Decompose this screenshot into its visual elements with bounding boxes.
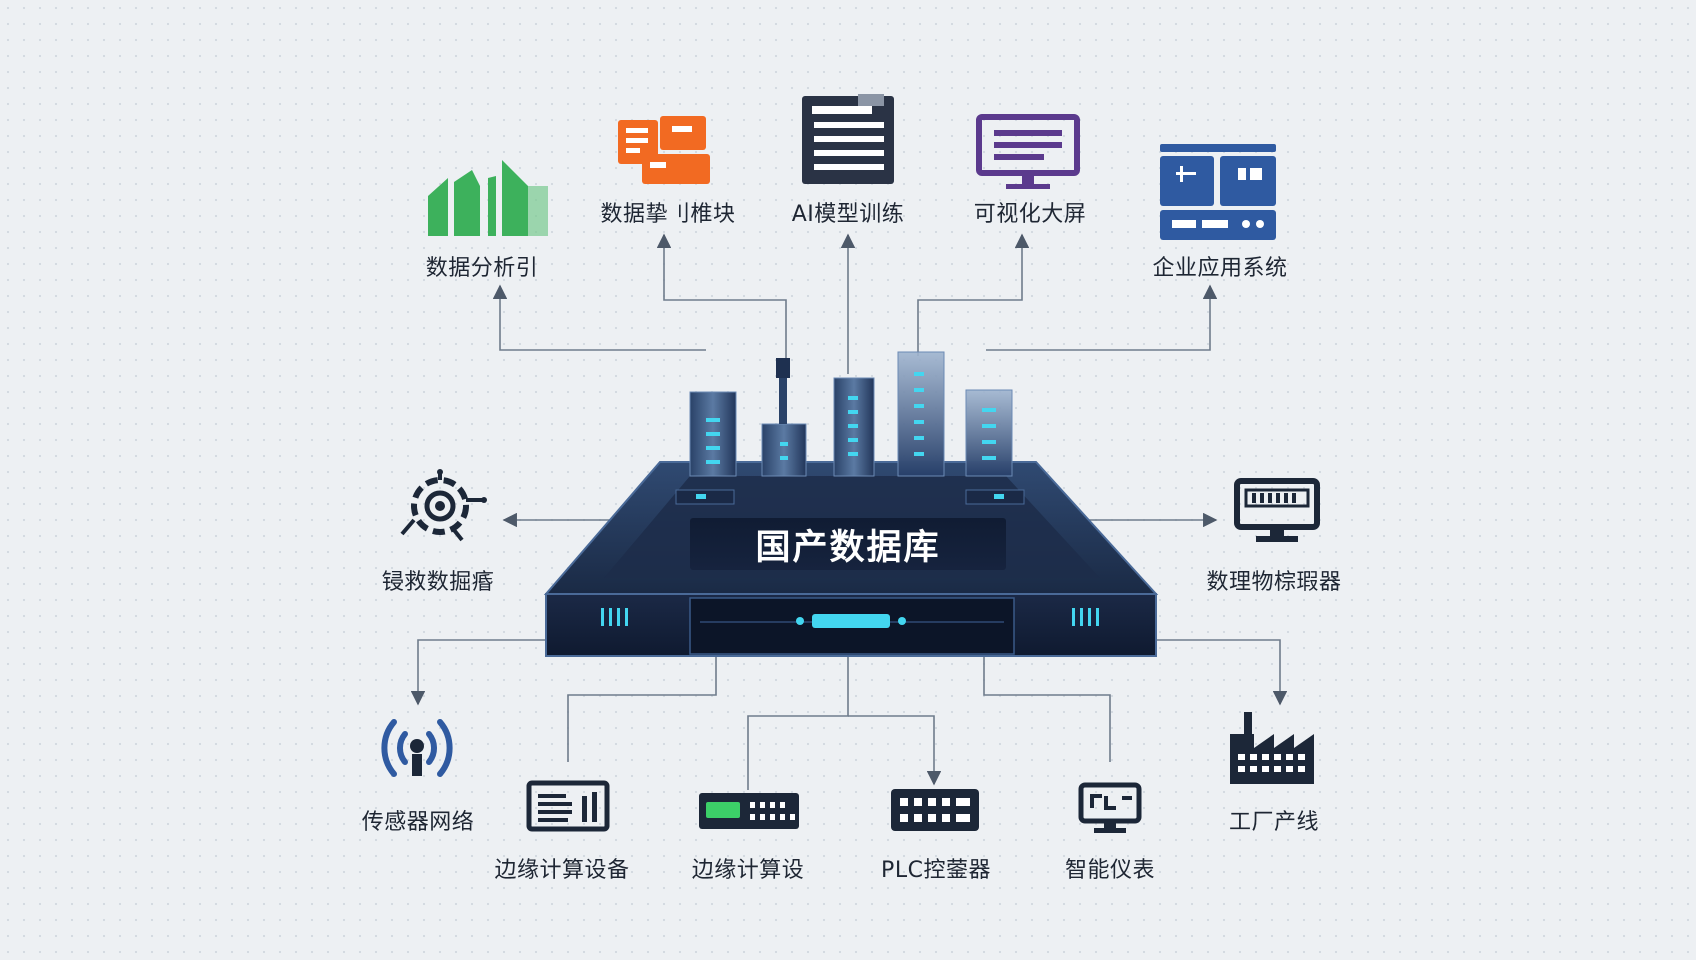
- factory-icon: [1230, 712, 1314, 784]
- document-list-icon: [802, 94, 894, 184]
- tower-2: [761, 423, 807, 477]
- terminal-monitor-icon: [1234, 478, 1320, 542]
- report-module-icon: [618, 116, 710, 184]
- left-vent: [601, 608, 628, 626]
- gear-network-icon: [400, 469, 487, 542]
- center-led-dot-right: [898, 617, 906, 625]
- hub-title: 国产数据库: [690, 518, 1006, 570]
- wireless-sensor-icon: [381, 719, 453, 777]
- connector-edge2: [747, 640, 849, 790]
- center-led-dot-left: [796, 617, 804, 625]
- node-label-ai: AI模型训练: [791, 202, 905, 227]
- plc-controller-icon: [891, 789, 979, 831]
- tower-5: [965, 389, 1013, 477]
- node-label-factory: 工厂产线: [1228, 810, 1320, 835]
- connector-plc: [848, 715, 942, 786]
- tower-4: [897, 351, 945, 477]
- center-led-bar: [812, 614, 890, 628]
- node-label-right: 数理物棕瑕器: [1206, 570, 1342, 595]
- connector-sensor: [410, 639, 546, 706]
- connector-report: [656, 233, 787, 360]
- node-label-screen: 可视化大屏: [973, 202, 1087, 227]
- connector-screen: [917, 233, 1030, 356]
- node-label-meter: 智能仪表: [1064, 858, 1156, 883]
- downstream-connectors: [410, 639, 1288, 790]
- node-label-sensor: 传感器网络: [361, 810, 475, 835]
- connector-enterprise: [986, 284, 1218, 351]
- edge-device-icon: [526, 780, 610, 832]
- enterprise-app-icon: [1160, 144, 1276, 240]
- edge-module-icon: [699, 793, 799, 829]
- node-label-left: 锓救数掘痻: [381, 570, 495, 595]
- node-label-enterprise: 企业应用系统: [1152, 256, 1288, 281]
- connector-edge1: [567, 654, 717, 762]
- connector-factory: [1150, 639, 1288, 706]
- node-label-edge2: 边缘计算设: [691, 858, 805, 883]
- connector-analysis: [492, 284, 706, 351]
- node-label-plc: PLC控蓥器: [881, 858, 991, 883]
- upstream-connectors: [492, 233, 1218, 374]
- bar-chart-icon: [428, 160, 548, 236]
- right-vent: [1072, 608, 1099, 626]
- smart-meter-icon: [1078, 782, 1142, 833]
- node-label-report: 数据挚刂椎块: [600, 202, 736, 227]
- node-label-analysis: 数据分析引: [425, 256, 539, 281]
- node-label-edge1: 边缘计算设备: [494, 858, 630, 883]
- monitor-icon: [976, 114, 1080, 189]
- connector-meter: [983, 654, 1111, 762]
- server-towers: [689, 351, 1013, 477]
